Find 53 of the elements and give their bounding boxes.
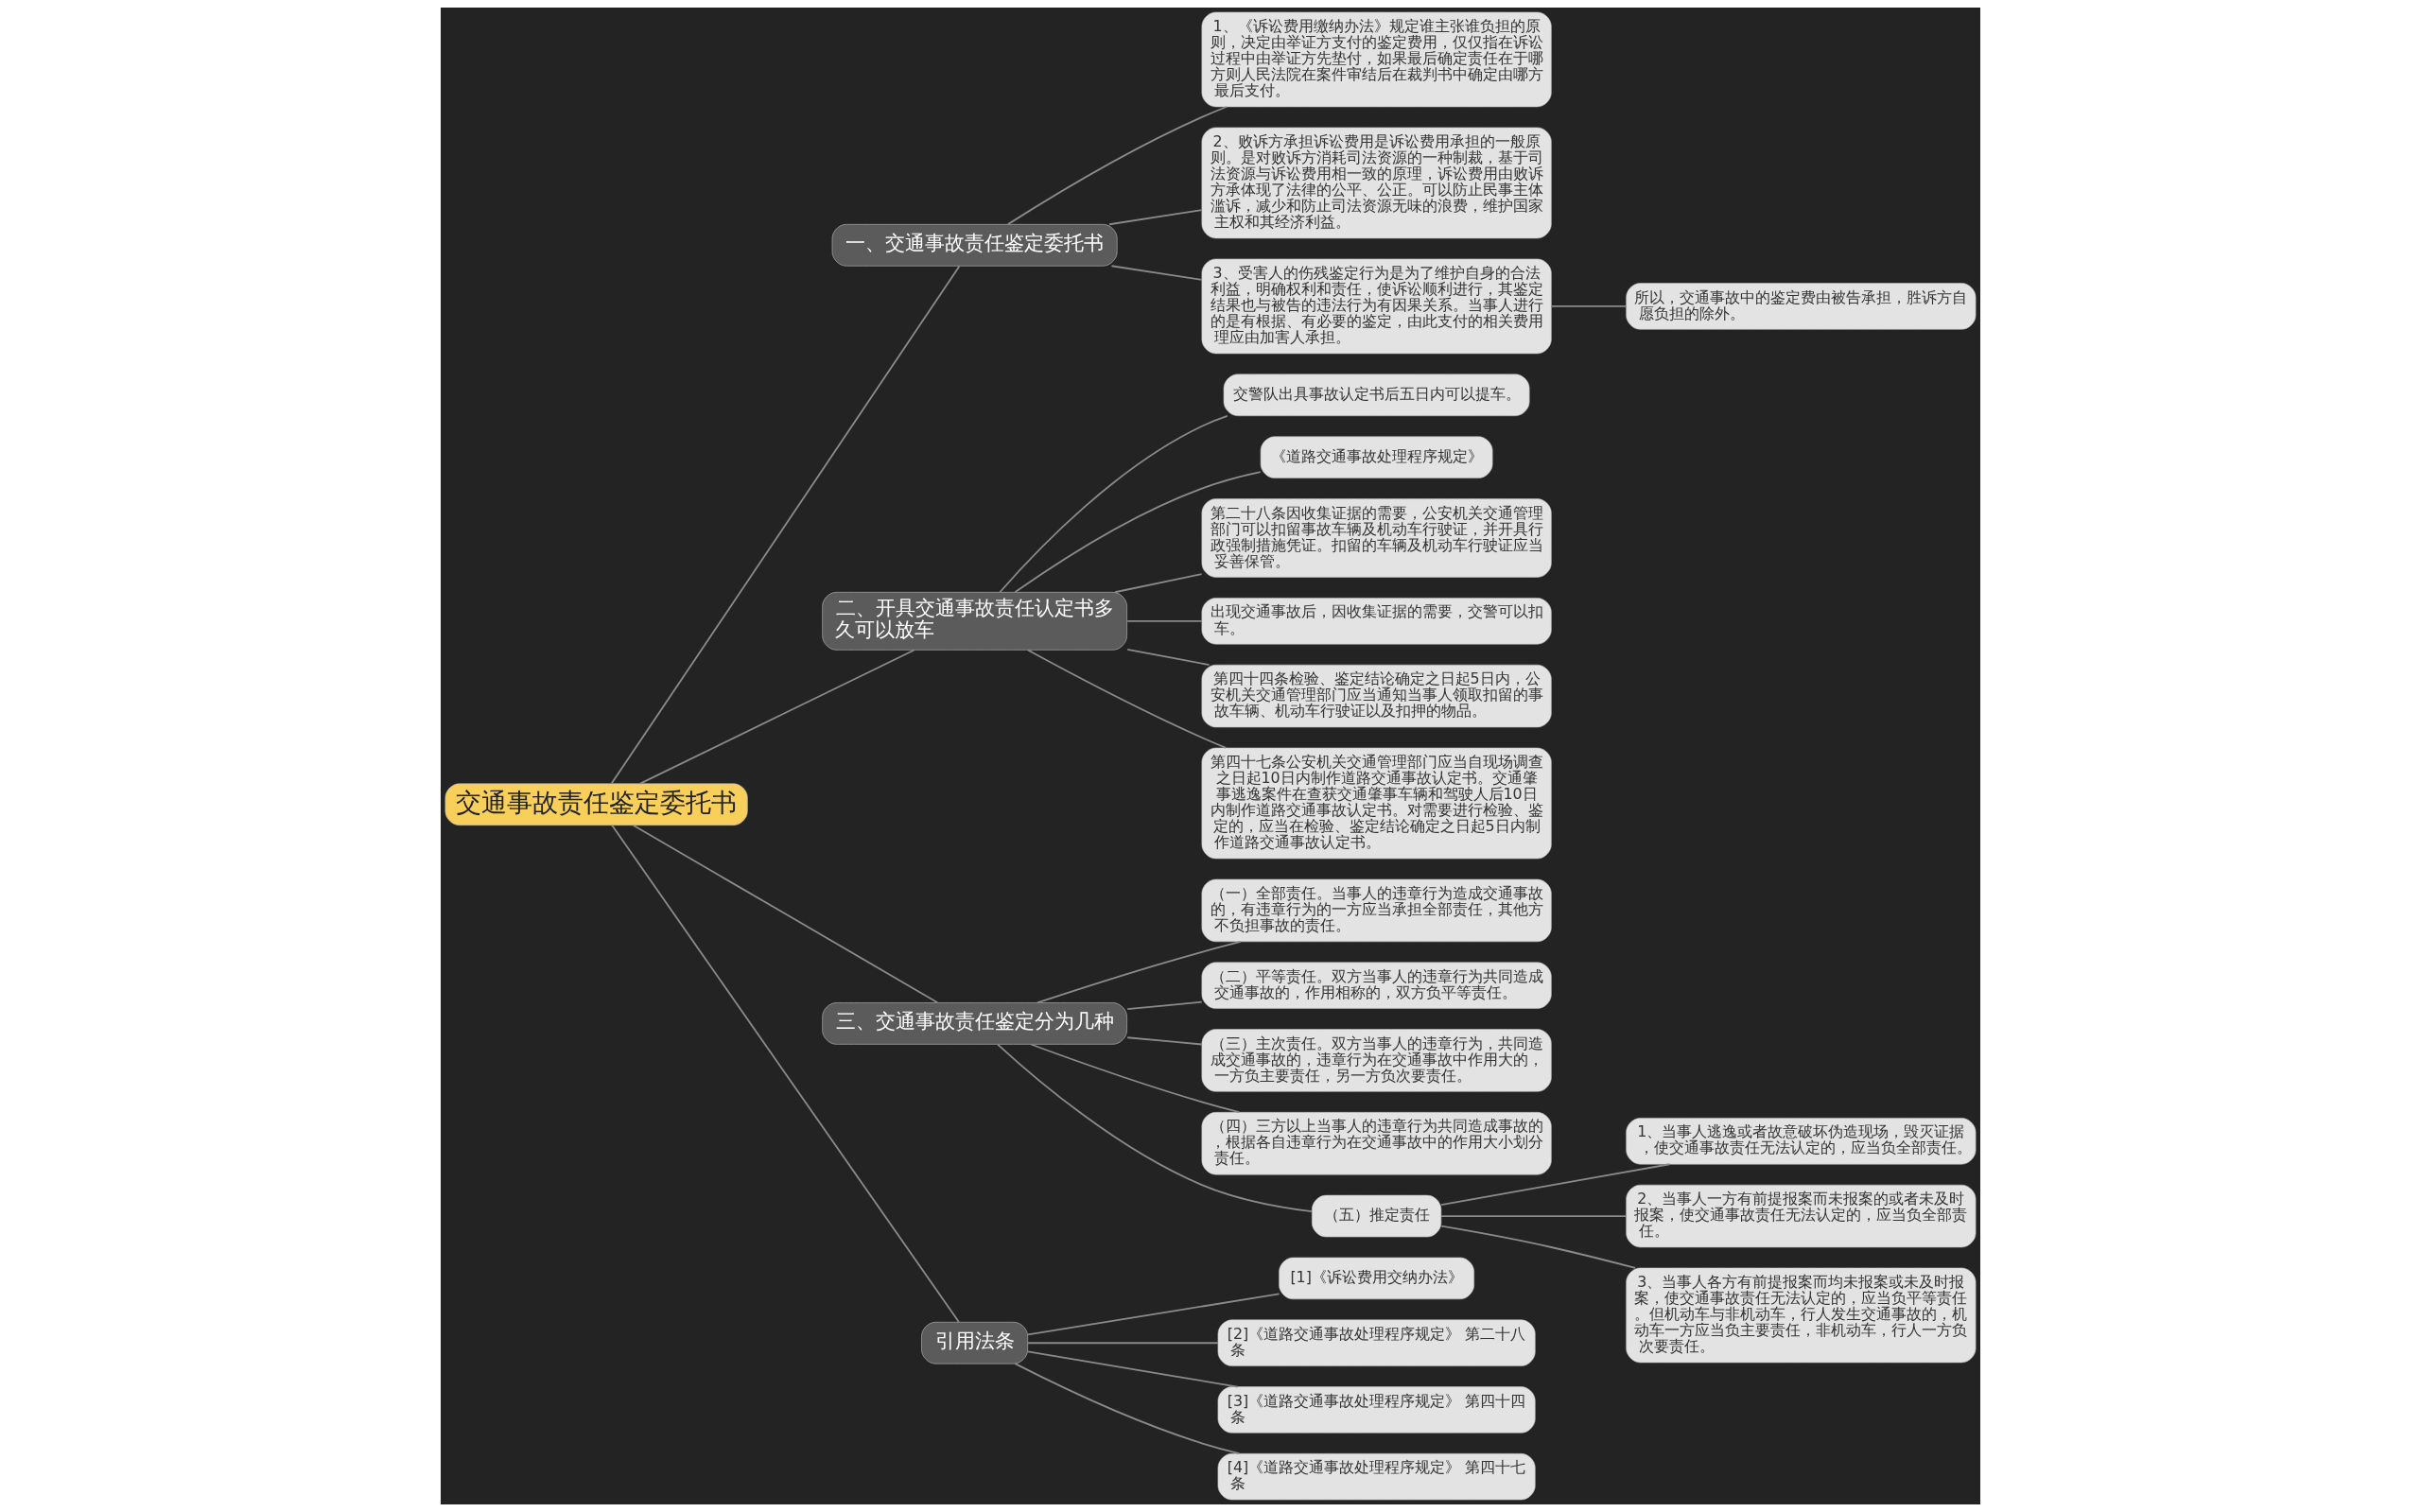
node-box: （四）三方以上当事人的违章行为共同造成事故的，根据各自违章行为在交通事故中的作用大小划分责任。 bbox=[1201, 1112, 1552, 1175]
connector bbox=[1007, 106, 1228, 226]
connector bbox=[1126, 1000, 1203, 1011]
connector bbox=[1126, 649, 1210, 667]
node-box: 三、交通事故责任鉴定分为几种 bbox=[822, 1002, 1127, 1045]
node-box: 所以，交通事故中的鉴定费由被告承担，胜诉方自愿负担的除外。 bbox=[1626, 283, 1977, 330]
node-box: 一、交通事故责任鉴定委托书 bbox=[831, 224, 1118, 267]
connector bbox=[610, 265, 961, 785]
node-box: （一）全部责任。当事人的违章行为造成交通事故的，有违章行为的一方应当承担全部责任，其他方不负担事故的责任。 bbox=[1201, 878, 1552, 943]
node-box: 交警队出具事故认定书后五日内可以提车。 bbox=[1223, 374, 1530, 417]
connector bbox=[611, 824, 960, 1323]
node-box: 1、当事人逃逸或者故意破坏伪造现场，毁灭证据，使交通事故责任无法认定的，应当负全部责任。 bbox=[1626, 1118, 1977, 1165]
connector bbox=[1036, 941, 1242, 1004]
node-box: （三）主次责任。双方当事人的违章行为，共同造成交通事故的，违章行为在交通事故中作用大的，一方负主要责任，另一方负次要责任。 bbox=[1201, 1029, 1552, 1092]
connector bbox=[1440, 1163, 1671, 1207]
node-box: 第四十七条公安机关交通管理部门应当自现场调查之日起10日内制作道路交通事故认定书。交通肇事逃逸案件在查获交通肇事车辆和驾驶人后10日内制作道路交通事故认定书。对需要进行检验、鉴定的，应当在检验、鉴定结论确定之日起5日内制作道路交通事故认定书。 bbox=[1201, 747, 1552, 860]
connector bbox=[1027, 1350, 1239, 1388]
connector bbox=[1027, 1342, 1219, 1345]
node-box: 第四十四条检验、鉴定结论确定之日起5日内，公安机关交通管理部门应当通知当事人领取扣留的事故车辆、机动车行驶证以及扣押的物品。 bbox=[1201, 664, 1552, 728]
connector bbox=[1126, 619, 1203, 622]
connector bbox=[999, 414, 1228, 594]
connector bbox=[1114, 573, 1203, 594]
node-box: 《道路交通事故处理程序规定》 bbox=[1260, 436, 1493, 478]
node-box: [1]《诉讼费用交纳办法》 bbox=[1279, 1257, 1474, 1300]
connector bbox=[1108, 209, 1203, 226]
connector bbox=[1027, 1293, 1280, 1336]
node-box: 引用法条 bbox=[921, 1321, 1028, 1364]
connector bbox=[1014, 1363, 1241, 1455]
connector bbox=[1440, 1225, 1637, 1269]
connector bbox=[632, 824, 939, 1004]
node-box: 2、败诉方承担诉讼费用是诉讼费用承担的一般原则。是对败诉方消耗司法资源的一种制裁，基于司法资源与诉讼费用相一致的原理，诉讼费用由败诉方承体现了法律的公平、公正。可以防止民事主体滥诉，减少和防止司法资源无味的浪费，维护国家主权和其经济利益。 bbox=[1201, 127, 1552, 239]
connector bbox=[1550, 305, 1628, 307]
connector bbox=[1110, 265, 1203, 281]
connector bbox=[1440, 1215, 1628, 1217]
node-box: 3、当事人各方有前提报案而均未报案或未及时报案，使交通事故责任无法认定的，应当负平等责任。但机动车与非机动车，行人发生交通事故的，机动车一方应当负主要责任，非机动车，行人一方负次要责任。 bbox=[1626, 1267, 1977, 1364]
connector bbox=[1027, 649, 1228, 749]
connector bbox=[639, 649, 915, 785]
node-box: 出现交通事故后，因收集证据的需要，交警可以扣车。 bbox=[1201, 598, 1552, 645]
node-box: （五）推定责任 bbox=[1312, 1194, 1442, 1238]
connector bbox=[1030, 1043, 1241, 1114]
node-box: 交通事故责任鉴定委托书 bbox=[444, 783, 748, 826]
connector bbox=[997, 1043, 1313, 1213]
node-box: （二）平等责任。双方当事人的违章行为共同造成交通事故的，作用相称的，双方负平等责任。 bbox=[1201, 962, 1552, 1009]
node-box: [2]《道路交通事故处理程序规定》 第二十八条 bbox=[1217, 1319, 1536, 1366]
node-box: 2、当事人一方有前提报案而未报案的或者未及时报案，使交通事故责任无法认定的，应当负全部责任。 bbox=[1626, 1184, 1977, 1248]
connector bbox=[1014, 471, 1262, 593]
node-box: [4]《道路交通事故处理程序规定》 第四十七条 bbox=[1217, 1452, 1536, 1501]
node-box: 3、受害人的伤残鉴定行为是为了维护自身的合法利益，明确权利和责任，使诉讼顺利进行，其鉴定结果也与被告的违法行为有因果关系。当事人进行的是有根据、有必要的鉴定，由此支付的相关费用理应由加害人承担。 bbox=[1201, 258, 1552, 355]
node-box: [3]《道路交通事故处理程序规定》 第四十四条 bbox=[1217, 1386, 1536, 1434]
node-box: 1、《诉讼费用缴纳办法》规定谁主张谁负担的原则，决定由举证方支付的鉴定费用，仅仅指在诉讼过程中由举证方先垫付，如果最后确定责任在于哪方则人民法院在案件审结后在裁判书中确定由哪方最后支付。 bbox=[1201, 11, 1552, 108]
node-box: 第二十八条因收集证据的需要，公安机关交通管理部门可以扣留事故车辆及机动车行驶证，并开具行政强制措施凭证。扣留的车辆及机动车行驶证应当妥善保管。 bbox=[1201, 498, 1552, 578]
node-box: 二、开具交通事故责任认定书多久可以放车 bbox=[822, 592, 1127, 651]
connector bbox=[1126, 1036, 1203, 1046]
